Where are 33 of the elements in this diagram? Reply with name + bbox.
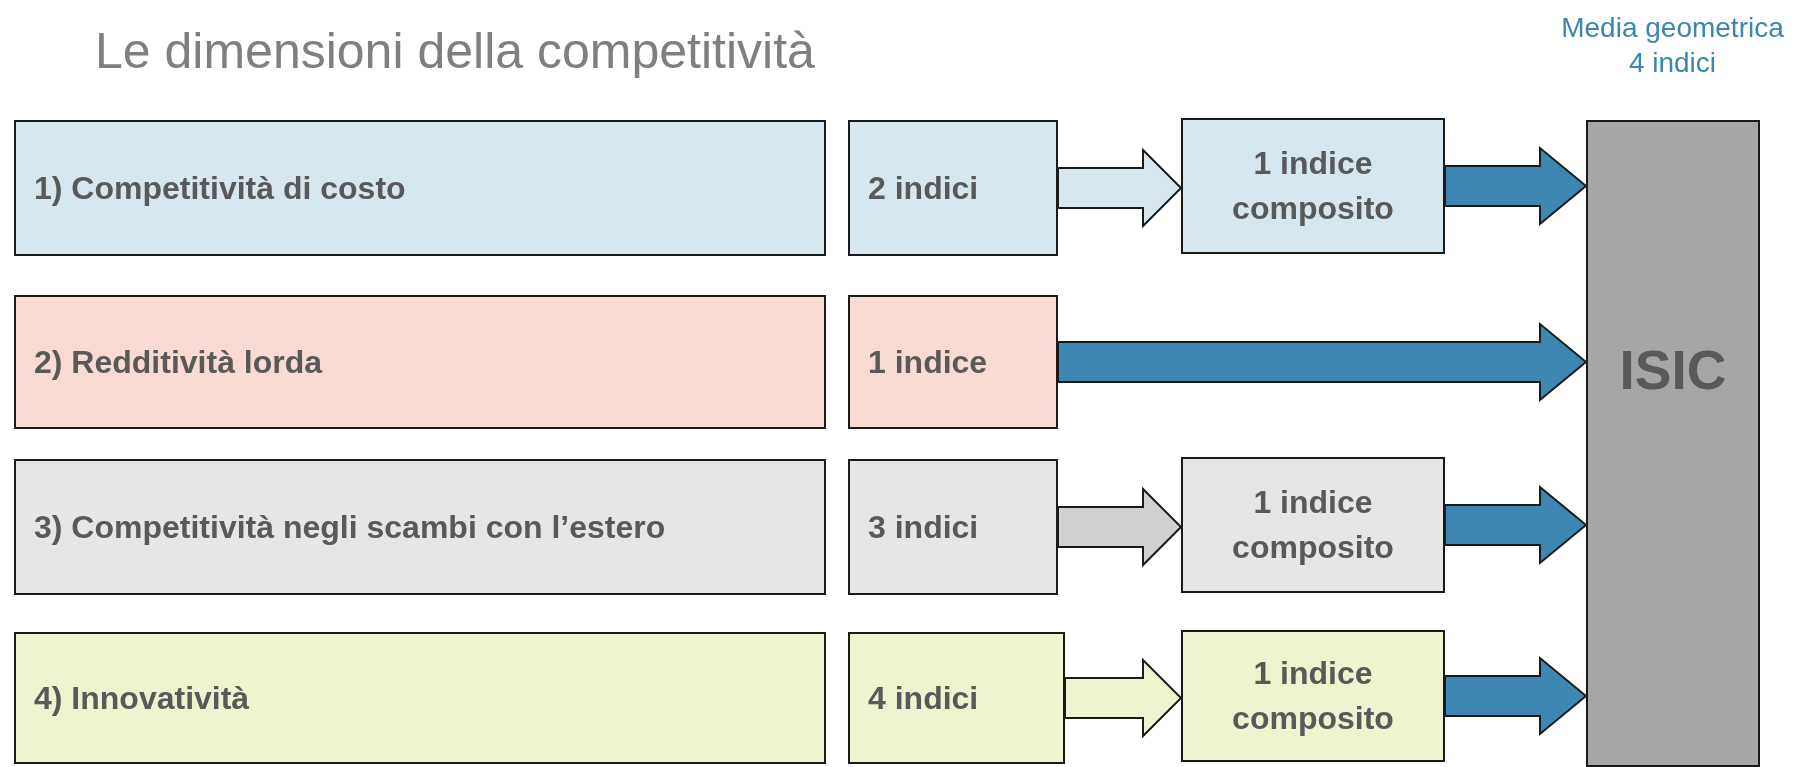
box-label: 2 indici [868, 168, 979, 208]
dimension-box [14, 459, 826, 595]
box-label: 1) Competitività di costo [34, 168, 406, 208]
block-arrow [1057, 321, 1588, 403]
diagram-title: Le dimensioni della competitività [95, 22, 815, 80]
dimension-box [14, 120, 826, 256]
index-count-box [848, 120, 1058, 256]
block-arrow [1057, 486, 1183, 568]
block-arrow [1064, 657, 1183, 739]
index-count-box [848, 295, 1058, 429]
composite-index-box [1181, 630, 1445, 762]
block-arrow [1057, 147, 1183, 229]
total-index-bar [1586, 120, 1760, 767]
index-count-box [848, 459, 1058, 595]
box-label: 1 indice composito [1231, 483, 1395, 567]
dimension-box [14, 295, 826, 429]
box-label: 3) Competitività negli scambi con l’estero [34, 507, 666, 547]
dimension-box [14, 632, 826, 764]
box-label: ISIC [1619, 338, 1727, 403]
block-arrow [1444, 484, 1588, 566]
box-label: 4) Innovatività [34, 678, 250, 718]
block-arrow [1444, 655, 1588, 737]
composite-index-box [1181, 118, 1445, 254]
box-label: 2) Redditività lorda [34, 342, 323, 382]
composite-index-box [1181, 457, 1445, 593]
annotation-text: Media geometrica 4 indici [1560, 11, 1785, 80]
box-label: 1 indice composito [1231, 144, 1395, 228]
block-arrow [1444, 145, 1588, 227]
box-label: 4 indici [868, 678, 979, 718]
box-label: 3 indici [868, 507, 979, 547]
box-label: 1 indice [868, 342, 988, 382]
box-label: 1 indice composito [1231, 654, 1395, 738]
index-count-box [848, 632, 1065, 764]
